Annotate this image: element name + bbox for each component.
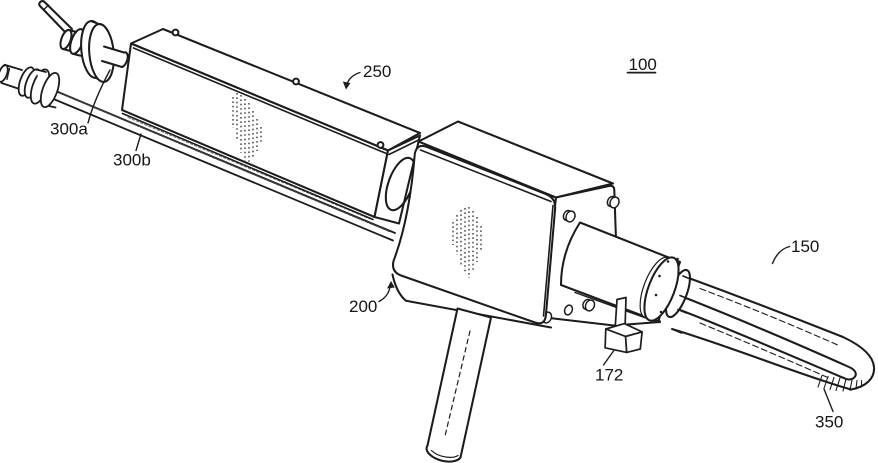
svg-text:150: 150 bbox=[791, 237, 819, 256]
svg-text:350: 350 bbox=[815, 413, 843, 432]
svg-text:250: 250 bbox=[363, 62, 391, 81]
svg-text:200: 200 bbox=[349, 297, 377, 316]
svg-text:300a: 300a bbox=[50, 120, 88, 139]
svg-text:100: 100 bbox=[629, 55, 657, 74]
svg-text:172: 172 bbox=[595, 366, 623, 385]
svg-text:300b: 300b bbox=[113, 151, 151, 170]
